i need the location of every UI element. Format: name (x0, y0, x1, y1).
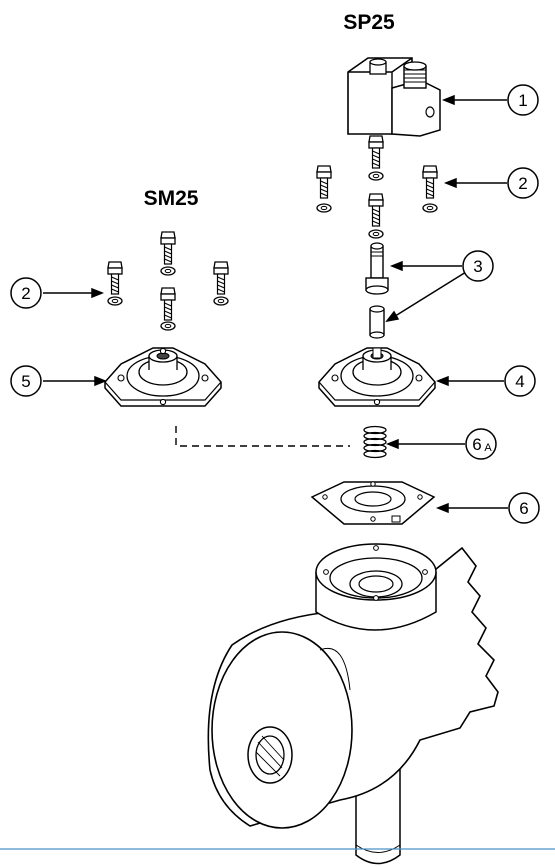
plunger-tube (365, 242, 389, 295)
valve-body (207, 543, 499, 865)
spring (363, 425, 387, 459)
callout-1-label: 1 (518, 91, 527, 110)
dashed-connector (175, 426, 350, 447)
callout-3: 3 (462, 250, 494, 282)
sm25-fasteners (107, 231, 229, 331)
callout-3-label: 3 (473, 257, 482, 276)
callout-5-label: 5 (21, 372, 30, 391)
callout-6a: 6 A (465, 428, 497, 460)
callout-2-left-label: 2 (21, 284, 30, 303)
callout-1: 1 (507, 84, 539, 116)
callout-2-right-label: 2 (518, 174, 527, 193)
title-sm25: SM25 (144, 187, 199, 210)
bonnet-sp25 (318, 347, 436, 407)
callout-6a-subscript: A (484, 442, 492, 454)
title-sp25: SP25 (343, 11, 395, 34)
callout-6-label: 6 (519, 499, 528, 518)
leader-lines (43, 94, 508, 514)
bonnet-sm25 (104, 347, 222, 407)
callout-6a-label: 6 (472, 435, 481, 454)
callout-4-label: 4 (515, 372, 524, 391)
callout-6: 6 (508, 492, 540, 524)
callout-5: 5 (10, 365, 42, 397)
callout-2-right: 2 (507, 167, 539, 199)
callout-2-left: 2 (10, 277, 42, 309)
callout-4: 4 (504, 365, 536, 397)
sp25-fasteners (316, 135, 438, 239)
diaphragm (310, 481, 436, 525)
plunger (369, 305, 385, 339)
solenoid-coil (347, 57, 441, 137)
